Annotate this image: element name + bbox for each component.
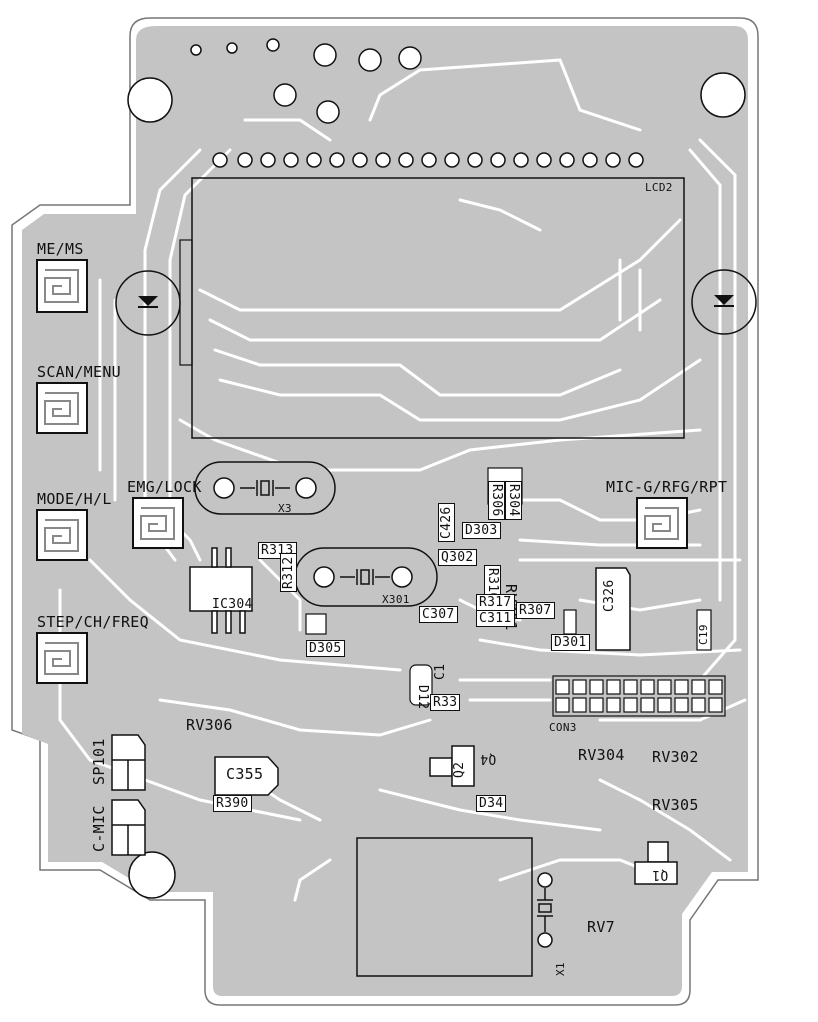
key-pad-mode-h-l — [36, 509, 88, 561]
crystal-x1 — [537, 872, 553, 948]
key-pad-mic-g-rfg-rpt — [636, 497, 688, 549]
copper-fill — [22, 26, 748, 996]
c-mic-pads — [111, 799, 146, 856]
sp101-pads — [111, 734, 146, 791]
key-pad-scan-menu — [36, 382, 88, 434]
q1-pads — [634, 841, 678, 885]
mounting-holes — [127, 38, 746, 899]
lcd-connector-pads — [212, 152, 644, 168]
key-pad-step-ch-freq — [36, 632, 88, 684]
ic304-body — [189, 547, 253, 634]
key-pads — [36, 259, 688, 684]
key-pad-me-ms — [36, 259, 88, 313]
crystal-x3 — [194, 461, 336, 515]
led-right — [691, 269, 757, 335]
led-left — [115, 270, 181, 336]
c355-pad — [214, 756, 279, 796]
c326-pad — [595, 567, 631, 651]
crystal-x301 — [294, 547, 438, 607]
q2-pads — [429, 745, 475, 787]
con3-header — [552, 675, 726, 717]
main-ic-outline — [356, 837, 533, 977]
key-pad-emg-lock — [132, 497, 184, 549]
